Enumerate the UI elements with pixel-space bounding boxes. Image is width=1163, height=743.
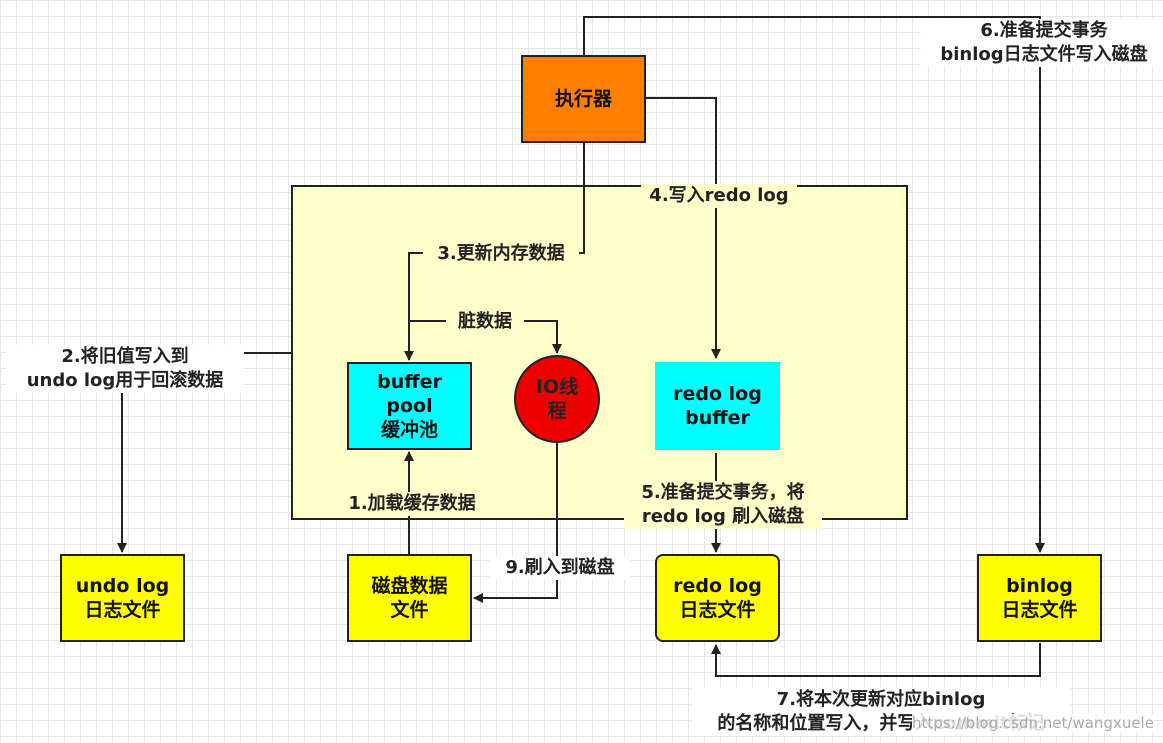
step9-label: 9.刷入到磁盘	[490, 556, 630, 580]
redo-log-file-node: redo log 日志文件	[655, 554, 780, 642]
redo-log-file-label: redo log 日志文件	[673, 575, 762, 621]
redo-log-buffer-node: redo log buffer	[655, 362, 780, 450]
memory-region	[291, 185, 908, 520]
connector-step7	[711, 643, 1041, 677]
buffer-pool-node: buffer pool 缓冲池	[347, 362, 472, 450]
io-thread-node: IO线 程	[514, 355, 600, 443]
step2-label: 2.将旧值写入到 undo log用于回滚数据	[6, 345, 244, 393]
undo-log-file-label: undo log 日志文件	[75, 575, 170, 621]
step4-label: 4.写入redo log	[641, 184, 797, 208]
redo-log-buffer-label: redo log buffer	[673, 383, 762, 429]
dirty-data-label: 脏数据	[446, 310, 524, 334]
binlog-file-label: binlog 日志文件	[1001, 575, 1078, 621]
step5-label: 5.准备提交事务，将 redo log 刷入磁盘	[624, 481, 822, 529]
buffer-pool-label: buffer pool 缓冲池	[377, 371, 442, 441]
disk-data-file-node: 磁盘数据 文件	[347, 554, 472, 642]
step3-label: 3.更新内存数据	[423, 242, 579, 266]
step1-label: 1.加载缓存数据	[335, 492, 489, 516]
undo-log-file-node: undo log 日志文件	[60, 554, 185, 642]
disk-data-file-label: 磁盘数据 文件	[371, 575, 448, 621]
io-thread-label: IO线 程	[535, 376, 579, 422]
watermark: https://blog.csdn.net/wangxuele	[912, 714, 1154, 732]
connector-step6	[583, 16, 1045, 553]
connector-step4	[646, 97, 721, 359]
connector-step9	[473, 443, 558, 603]
executor-node: 执行器	[521, 55, 646, 143]
binlog-file-node: binlog 日志文件	[977, 554, 1102, 642]
step6-label: 6.准备提交事务 binlog日志文件写入磁盘	[921, 19, 1163, 67]
executor-label: 执行器	[554, 88, 612, 110]
